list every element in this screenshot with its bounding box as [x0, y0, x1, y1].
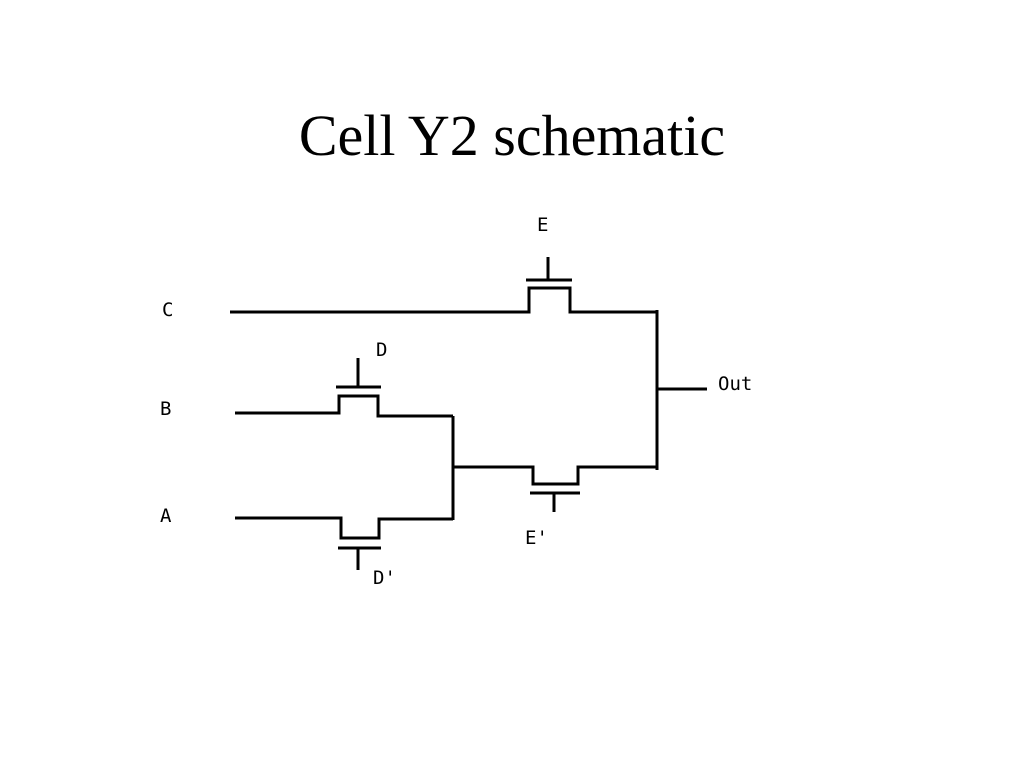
label-output: Out [718, 373, 752, 395]
wire-joined-path [453, 465, 657, 486]
label-input-b: B [160, 398, 171, 420]
label-gate-d-bar: D' [373, 567, 396, 589]
wire-a-path [235, 516, 453, 540]
label-input-c: C [162, 299, 173, 321]
slide-title: Cell Y2 schematic [298, 103, 726, 168]
label-input-a: A [160, 505, 172, 527]
wire-c-path [230, 286, 657, 314]
label-gate-e: E [537, 214, 548, 236]
label-gate-e-bar: E' [525, 527, 548, 549]
label-gate-d: D [376, 339, 387, 361]
wire-b-path [235, 394, 453, 418]
